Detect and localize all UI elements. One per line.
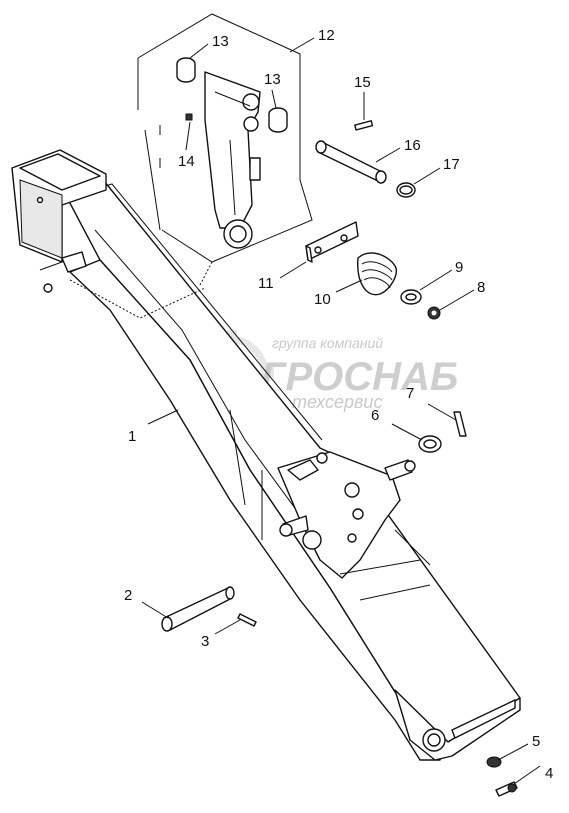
pin-15 [354, 120, 374, 131]
exploded-frame [137, 13, 313, 286]
washer-5 [486, 756, 502, 768]
plate-11 [305, 221, 359, 263]
callout-9: 9 [455, 259, 463, 276]
callout-3: 3 [201, 633, 209, 650]
callout-4: 4 [545, 765, 553, 782]
callout-1: 1 [128, 428, 136, 445]
callout-2: 2 [124, 587, 132, 604]
watermark-line3: техсервис [292, 392, 382, 412]
washer-9 [400, 289, 422, 305]
callout-17: 17 [443, 156, 460, 173]
callout-15: 15 [354, 74, 371, 91]
callout-10: 10 [314, 291, 331, 308]
pin-2 [161, 586, 235, 632]
pin-16 [315, 140, 387, 184]
spring-10 [357, 252, 397, 296]
callout-13-upper: 13 [212, 33, 229, 50]
callout-11: 11 [258, 275, 274, 292]
leader-lines [141, 37, 541, 785]
callout-16: 16 [404, 137, 421, 154]
lock-pin-3 [237, 613, 257, 627]
bolt-4 [495, 781, 518, 797]
callout-5: 5 [532, 733, 540, 750]
callout-7: 7 [406, 385, 414, 402]
lever [204, 71, 261, 249]
cotter-pin-7 [453, 411, 467, 437]
callout-13-right: 13 [264, 71, 281, 88]
washer-6 [418, 435, 442, 453]
callouts: 1 2 3 4 5 6 7 8 9 10 11 12 13 13 14 15 1… [124, 27, 553, 782]
callout-12: 12 [318, 27, 335, 44]
callout-6: 6 [371, 407, 379, 424]
bushing-13-right [268, 107, 288, 133]
ring-17 [396, 182, 416, 198]
main-arm [11, 149, 521, 761]
grease-nipple-14 [185, 113, 193, 121]
bushing-13-upper [176, 57, 196, 83]
callout-14: 14 [178, 153, 195, 170]
watermark-line1: группа компаний [272, 335, 383, 351]
callout-8: 8 [477, 279, 485, 296]
nut-8 [427, 306, 441, 320]
